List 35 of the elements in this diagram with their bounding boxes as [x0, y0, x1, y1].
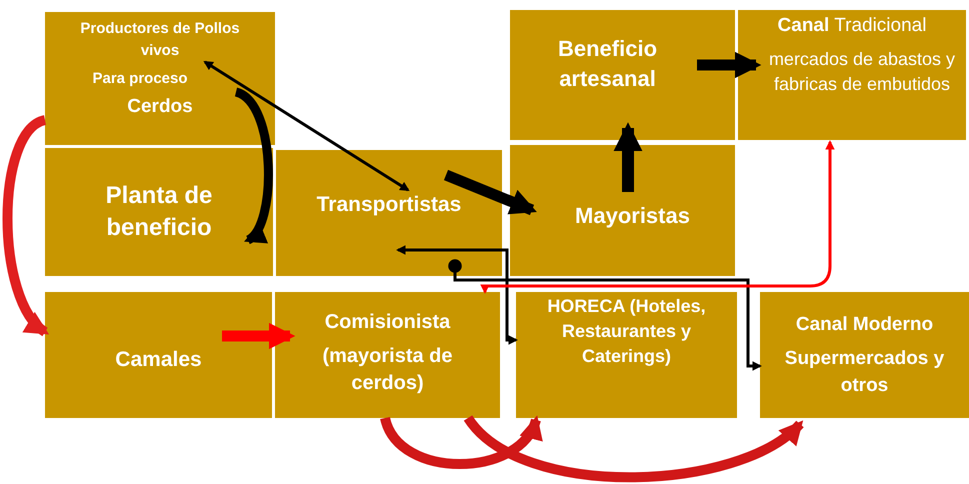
- process-box: [45, 12, 275, 145]
- process-box: [275, 292, 500, 418]
- box-label: Beneficio artesanal: [556, 35, 658, 93]
- process-box: [45, 292, 272, 418]
- process-box: [276, 150, 502, 276]
- process-box: [510, 145, 735, 276]
- process-box: [510, 10, 735, 140]
- arrow: [380, 416, 541, 469]
- box-label: HORECA (Hoteles, Restaurantes y Caterings): [546, 295, 707, 368]
- arrow: [448, 259, 762, 371]
- box-label: Supermercados y otros: [784, 347, 946, 398]
- arrow: [614, 122, 642, 192]
- box-label: mercados de abastos y fabricas de embutidos: [768, 48, 956, 96]
- process-box: [516, 292, 737, 418]
- box-label: Planta de beneficio: [104, 181, 214, 243]
- box-label: Transportistas: [316, 192, 462, 218]
- arrow: [464, 414, 804, 482]
- box-label: Mayoristas: [575, 202, 690, 230]
- box-label: Canal Moderno: [796, 312, 934, 337]
- arrow: [203, 60, 410, 192]
- arrow: [697, 52, 762, 78]
- arrow: [396, 245, 518, 345]
- box-label: Para proceso: [92, 69, 188, 89]
- box-label: Comisionista: [324, 310, 450, 335]
- arrow: [234, 88, 273, 244]
- box-label: Productores de Pollos vivos: [79, 19, 241, 61]
- box-label: Cerdos: [127, 94, 193, 118]
- arrow: [480, 140, 835, 294]
- box-label: (mayorista de cerdos): [321, 344, 454, 396]
- box-label: Canal Tradicional: [778, 14, 926, 38]
- arrow: [222, 322, 296, 350]
- process-box: [45, 148, 273, 276]
- process-box: [760, 292, 969, 418]
- box-label: Camales: [115, 347, 202, 374]
- process-box: [738, 10, 966, 140]
